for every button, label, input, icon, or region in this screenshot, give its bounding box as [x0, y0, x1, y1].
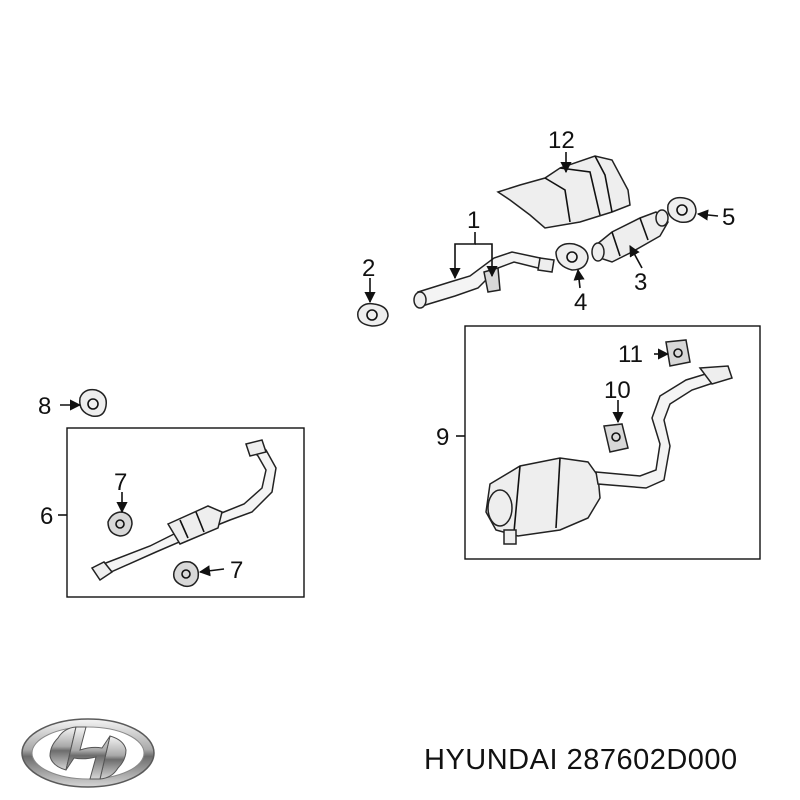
hanger-rubber-7b [172, 560, 200, 588]
brand-part-number: HYUNDAI 287602D000 [424, 744, 738, 776]
gasket-part-2 [357, 302, 389, 327]
callout-11: 11 [618, 341, 643, 368]
hanger-rubber-11 [665, 339, 691, 367]
callout-1: 1 [467, 207, 480, 234]
callout-6: 6 [40, 503, 53, 530]
gasket-part-5 [667, 196, 697, 224]
callout-5: 5 [722, 204, 735, 231]
callout-10: 10 [604, 377, 631, 404]
callout-9: 9 [436, 424, 449, 451]
callout-12: 12 [548, 127, 575, 154]
callout-7b: 7 [230, 557, 243, 584]
gasket-part-4 [555, 242, 589, 271]
hanger-rubber-7a [107, 511, 133, 537]
front-pipe-part [413, 251, 555, 309]
center-pipe-part [90, 439, 277, 582]
hyundai-logo-icon [21, 718, 155, 788]
callout-8: 8 [38, 393, 51, 420]
callout-7a: 7 [114, 469, 127, 496]
catalytic-converter-part [591, 209, 669, 263]
center-pipe-box [66, 427, 305, 598]
muffler-part [485, 365, 733, 545]
callout-4: 4 [574, 289, 587, 316]
callout-3: 3 [634, 269, 647, 296]
muffler-box [464, 325, 761, 560]
callout-2: 2 [362, 255, 375, 282]
hanger-rubber-10 [603, 423, 629, 453]
heat-shield-part [496, 155, 631, 229]
leader-lines [58, 152, 719, 577]
gasket-part-8 [79, 388, 108, 418]
